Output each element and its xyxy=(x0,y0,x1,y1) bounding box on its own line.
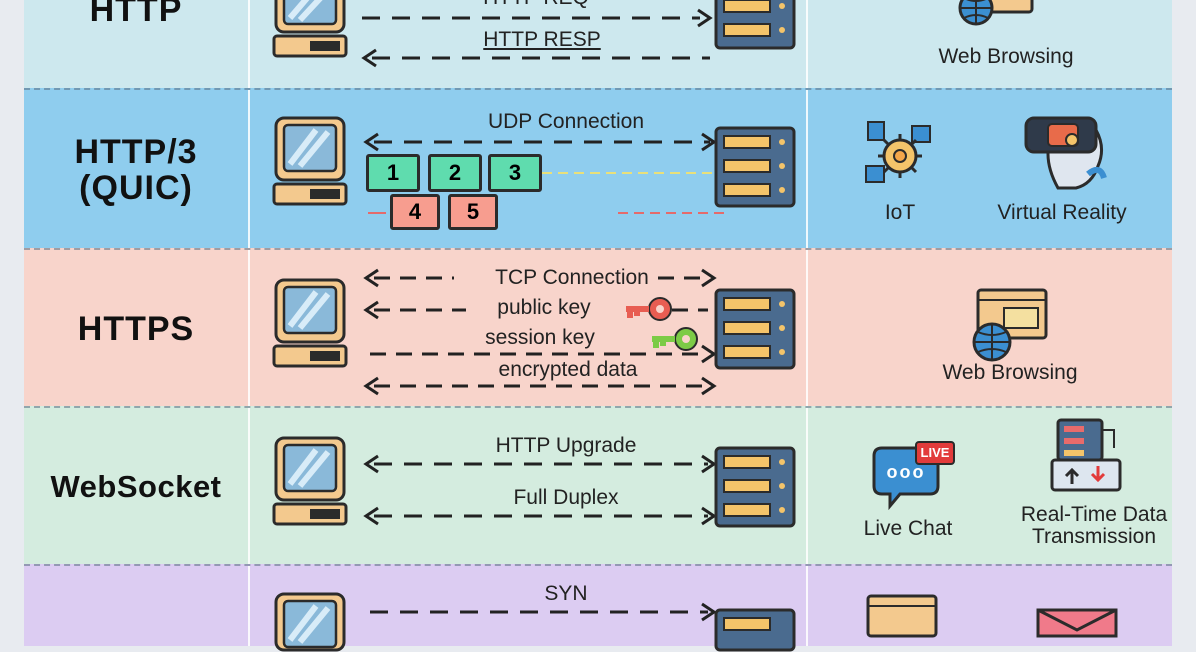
typing-dots: ooo xyxy=(886,462,926,482)
message-label: SYN xyxy=(544,582,588,605)
server-icon xyxy=(714,446,796,528)
arrow-public-key xyxy=(363,300,708,320)
message-label: UDP Connection xyxy=(487,110,645,133)
iot-gear-icon xyxy=(865,121,931,183)
use-case-label: Web Browsing xyxy=(942,361,1078,384)
protocol-name-line2: (QUIC) xyxy=(79,169,193,207)
server-icon xyxy=(714,126,796,208)
message-label: public key xyxy=(497,296,591,319)
packet: 3 xyxy=(488,154,542,192)
arrow-udp xyxy=(363,132,717,152)
protocol-name: WebSocket xyxy=(50,469,222,504)
live-badge: LIVE xyxy=(920,445,950,460)
packet: 5 xyxy=(448,194,498,230)
use-case-label: Web Browsing xyxy=(938,45,1074,68)
protocol-cell xyxy=(24,566,250,646)
message-label: HTTP REQ xyxy=(483,0,589,10)
row-http: HTTP HTTP REQ HTTP RESP xyxy=(24,0,1172,88)
email-icon xyxy=(1036,608,1118,638)
use-case-label: Live Chat xyxy=(863,517,953,540)
protocol-cell: WebSocket xyxy=(24,408,250,566)
server-icon xyxy=(714,0,796,50)
protocol-comparison-diagram: HTTP HTTP REQ HTTP RESP xyxy=(24,0,1172,652)
use-case-cell: Web Browsing xyxy=(808,250,1172,408)
vr-headset-icon xyxy=(1024,116,1107,190)
arrow-encrypted xyxy=(363,376,717,396)
message-label: Full Duplex xyxy=(513,486,619,509)
message-label: HTTP RESP xyxy=(483,28,601,51)
computer-icon xyxy=(274,592,346,652)
message-label: TCP Connection xyxy=(493,266,651,290)
flow-cell: TCP Connection public key session key xyxy=(250,250,808,408)
use-case-cell: LIVE ooo Live Chat Real-Time Data Transm… xyxy=(808,408,1172,566)
use-case-label: IoT xyxy=(884,201,916,224)
message-label: encrypted data xyxy=(498,358,638,381)
protocol-name: HTTP/3 (QUIC) xyxy=(24,134,248,206)
arrow-full-duplex xyxy=(363,506,717,526)
protocol-name: HTTP xyxy=(89,0,183,29)
computer-icon xyxy=(272,436,348,526)
computer-icon xyxy=(272,116,348,206)
use-case-label: Virtual Reality xyxy=(997,201,1127,224)
use-case-cell: Web Browsing xyxy=(808,0,1172,88)
globe-browser-icon xyxy=(958,0,1034,26)
protocol-cell: HTTP/3 (QUIC) xyxy=(24,90,250,250)
arrow-request xyxy=(362,8,713,28)
browser-icon xyxy=(866,594,938,638)
computer-icon xyxy=(272,278,348,368)
protocol-cell: HTTP xyxy=(24,0,250,88)
server-icon xyxy=(714,288,796,370)
flow-cell: SYN xyxy=(250,566,808,652)
packet: 1 xyxy=(366,154,420,192)
packet: 4 xyxy=(390,194,440,230)
arrow-session-key xyxy=(370,344,717,364)
protocol-name: HTTPS xyxy=(77,310,195,348)
row-partial: SYN xyxy=(24,564,1172,652)
use-case-label-line1: Real-Time Data xyxy=(1020,503,1168,526)
use-case-cell xyxy=(808,566,1172,646)
key-icon xyxy=(652,327,698,351)
row-websocket: WebSocket HTTP Upgrade Full Duplex xyxy=(24,406,1172,566)
packet-trail-yellow xyxy=(542,172,718,174)
row-https: HTTPS TCP Connection xyxy=(24,248,1172,408)
flow-cell: UDP Connection 1 2 3 4 xyxy=(250,90,808,250)
arrow-syn xyxy=(370,602,717,622)
computer-icon xyxy=(272,0,348,58)
server-icon xyxy=(714,608,796,652)
arrow-upgrade xyxy=(363,454,717,474)
row-http3: HTTP/3 (QUIC) UDP Connection xyxy=(24,88,1172,250)
use-case-label-multiline: Real-Time Data Transmission xyxy=(1021,504,1167,548)
packet-trail-red xyxy=(368,212,724,214)
arrow-response xyxy=(361,48,710,68)
protocol-name-line1: HTTP/3 xyxy=(74,133,198,171)
use-case-cell: IoT Virtual Reality xyxy=(808,90,1172,250)
arrow-tcp xyxy=(363,268,717,288)
protocol-cell: HTTPS xyxy=(24,250,250,408)
message-label: session key xyxy=(485,326,595,349)
message-label: HTTP Upgrade xyxy=(495,434,637,457)
use-case-label-line2: Transmission xyxy=(1031,525,1157,548)
flow-cell: HTTP Upgrade Full Duplex xyxy=(250,408,808,566)
globe-browser-icon xyxy=(972,288,1048,362)
key-icon xyxy=(626,297,672,321)
flow-cell: HTTP REQ HTTP RESP xyxy=(250,0,808,88)
data-transfer-icon xyxy=(1050,418,1122,492)
packet: 2 xyxy=(428,154,482,192)
chat-bubble-icon: LIVE ooo xyxy=(870,441,956,514)
